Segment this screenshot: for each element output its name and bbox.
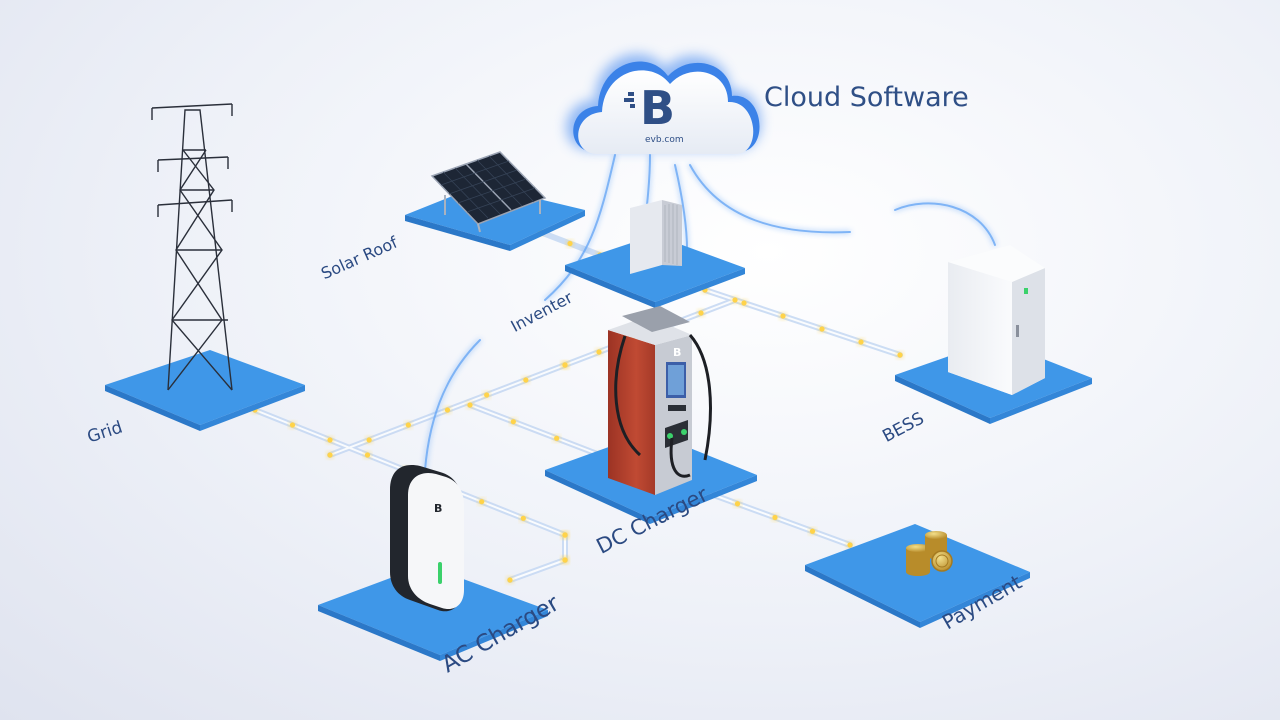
cable-light bbox=[772, 514, 778, 521]
cable-light bbox=[554, 435, 560, 441]
dc-charger-icon: B bbox=[608, 306, 712, 495]
cloud-link-dc bbox=[544, 154, 616, 301]
cable-light bbox=[523, 377, 529, 383]
battery-cabinet-icon bbox=[948, 245, 1045, 395]
cable-light bbox=[734, 501, 741, 507]
solar-panel-icon bbox=[430, 151, 547, 233]
cable-light bbox=[510, 419, 516, 425]
cloud-brand-letter: B bbox=[640, 81, 675, 135]
cloud-software-title: Cloud Software bbox=[764, 82, 969, 113]
node-solar[interactable] bbox=[405, 151, 585, 251]
ac-charger-icon: B bbox=[390, 465, 464, 612]
cable-light bbox=[562, 532, 568, 538]
cable-light bbox=[479, 499, 485, 505]
cable-light bbox=[732, 297, 738, 303]
cable-light bbox=[596, 349, 602, 355]
cable-light bbox=[520, 515, 526, 521]
cable-light bbox=[809, 528, 816, 534]
cable-light bbox=[327, 452, 333, 458]
node-grid[interactable] bbox=[105, 103, 305, 431]
cable-light bbox=[698, 310, 704, 316]
cable-light bbox=[897, 352, 903, 358]
cable-light bbox=[567, 240, 573, 247]
cloud-software[interactable]: B evb.com bbox=[566, 53, 761, 154]
cable-light bbox=[327, 437, 333, 443]
platform-grid bbox=[105, 350, 305, 425]
node-bess[interactable] bbox=[895, 245, 1092, 424]
cable-light bbox=[847, 542, 853, 548]
cable-light bbox=[858, 339, 864, 345]
cloud-link-bess bbox=[689, 164, 851, 234]
cable-light bbox=[364, 452, 371, 458]
cable-light bbox=[562, 557, 568, 563]
cable-light bbox=[467, 402, 473, 408]
cable-light bbox=[366, 437, 372, 443]
platform-ac bbox=[318, 565, 548, 655]
cable-light bbox=[405, 422, 411, 428]
cloud-link-bess-2 bbox=[894, 202, 996, 246]
node-inverter[interactable] bbox=[565, 200, 745, 308]
inverter-icon bbox=[630, 200, 682, 274]
cable-light bbox=[289, 422, 296, 428]
cable-light bbox=[819, 326, 825, 332]
cloud-domain: evb.com bbox=[645, 135, 684, 145]
cable-light bbox=[507, 577, 513, 583]
cloud-logo-icon: B bbox=[624, 81, 675, 135]
dc-brand-letter: B bbox=[673, 346, 681, 359]
coins-icon bbox=[906, 531, 953, 576]
node-payment[interactable] bbox=[805, 524, 1030, 628]
cloud-link-ac bbox=[424, 339, 481, 471]
cable-light bbox=[484, 392, 490, 398]
node-dc[interactable]: B bbox=[545, 306, 757, 524]
cable-light bbox=[780, 313, 786, 319]
ac-brand-letter: B bbox=[434, 502, 442, 515]
cable-light bbox=[741, 300, 747, 306]
node-ac[interactable]: B bbox=[318, 465, 548, 661]
power-tower-icon bbox=[151, 103, 233, 391]
cable-light bbox=[562, 362, 568, 368]
platform-inverter bbox=[565, 235, 745, 302]
cable-light bbox=[444, 407, 451, 413]
